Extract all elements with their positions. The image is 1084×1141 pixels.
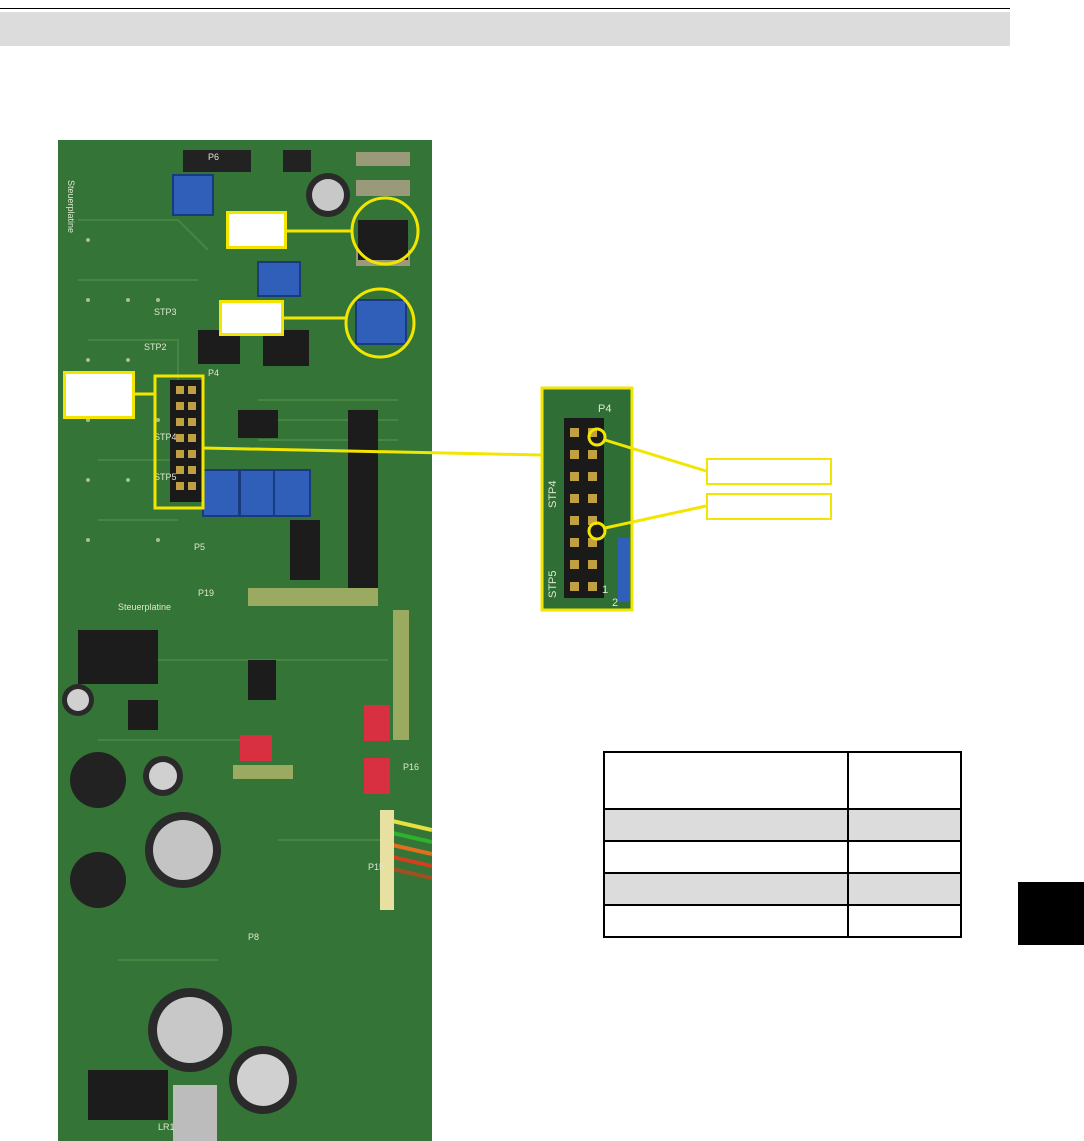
table-row xyxy=(603,840,962,874)
inset-silk-label: STP5 xyxy=(547,570,559,598)
silk-label: P15 xyxy=(368,862,384,872)
silk-label: Steuerplatine xyxy=(118,602,171,612)
callout-label-5 xyxy=(706,493,832,520)
callout-label-3 xyxy=(63,371,135,419)
table-cell xyxy=(603,904,849,938)
silk-label: Steuerplatine xyxy=(66,180,76,233)
table-cell xyxy=(603,808,849,842)
inset-photo: P4 STP4 STP5 1 2 xyxy=(542,388,632,610)
table-header-cell xyxy=(847,751,962,810)
table-cell xyxy=(847,840,962,874)
table-cell xyxy=(847,808,962,842)
table-header-cell xyxy=(603,751,849,810)
silk-label: P5 xyxy=(194,542,205,552)
silk-label: P4 xyxy=(208,368,219,378)
silk-label: P16 xyxy=(403,762,419,772)
callout-label-4 xyxy=(706,458,832,485)
inset-silk-label: P4 xyxy=(598,403,611,415)
table-cell xyxy=(847,872,962,906)
table-header-row xyxy=(603,751,962,810)
inset-silk-label: 1 xyxy=(602,584,608,596)
pcb-photo: Steuerplatine P6 STP2 STP3 STP4 STP5 P4 … xyxy=(58,140,432,1141)
silk-label: LR1 xyxy=(158,1122,175,1132)
silk-label: P19 xyxy=(198,588,214,598)
silk-label: STP2 xyxy=(144,342,167,352)
silk-label: STP4 xyxy=(154,432,177,442)
callout-label-1 xyxy=(226,211,287,249)
silk-label: P6 xyxy=(208,152,219,162)
callout-label-2 xyxy=(219,300,284,336)
inset-silk-label: 2 xyxy=(612,597,618,609)
silk-label: STP5 xyxy=(154,472,177,482)
table-cell xyxy=(603,840,849,874)
table-cell xyxy=(847,904,962,938)
table-row xyxy=(603,808,962,842)
inset-silk-label: STP4 xyxy=(547,480,559,508)
top-rule xyxy=(0,8,1010,9)
table-row xyxy=(603,904,962,938)
silk-label: STP3 xyxy=(154,307,177,317)
silk-label: P8 xyxy=(248,932,259,942)
settings-table xyxy=(603,751,962,938)
chapter-tab xyxy=(1018,882,1084,945)
table-cell xyxy=(603,872,849,906)
table-row xyxy=(603,872,962,906)
header-band xyxy=(0,12,1010,46)
